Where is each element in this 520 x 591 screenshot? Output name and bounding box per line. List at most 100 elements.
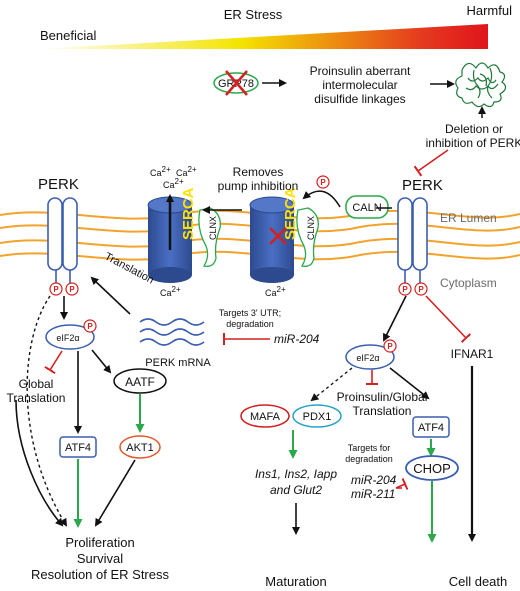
svg-text:CALN: CALN [352,202,381,214]
stress-gradient-wedge [38,24,488,49]
perk-right-label: PERK [402,177,443,194]
targets-utr-line-1: Targets 3' UTR; [219,308,281,318]
inhibit-perk-ifnar1 [425,295,466,338]
perk-left-label: PERK [38,176,79,193]
svg-text:CHOP: CHOP [413,461,451,476]
svg-text:P: P [418,285,424,294]
ca-ions-left: Ca2+ Ca2+ Ca2+ Ca2+ [150,165,197,298]
perk-mrna-label: PERK mRNA [145,357,211,369]
mir204-right-label: miR-204 [351,473,397,487]
svg-text:P: P [87,322,93,331]
global-line-1: Global [19,377,54,391]
serca-pump-left: SERCA [147,187,197,283]
global-line-2: Translation [7,391,66,405]
deletion-line-1: Deletion or [445,122,503,136]
svg-text:AKT1: AKT1 [126,442,154,454]
arrow-caln-clnx [302,190,341,208]
svg-text:P: P [402,285,408,294]
phospho-icon: P [316,175,330,189]
perk-right-receptor [397,197,428,286]
arrow-eif2a-atf4-right [389,367,430,400]
phospho-icon: P P [49,282,79,296]
chop-node: CHOP [405,455,459,481]
mir211-label: miR-211 [351,487,395,501]
phospho-icon [83,319,97,333]
svg-text:P: P [69,285,75,294]
svg-text:Ca2+: Ca2+ [160,285,181,298]
inhibit-deletion-perk [418,149,449,171]
maturation-label: Maturation [265,574,326,589]
harmful-label: Harmful [466,3,512,18]
svg-text:PDX1: PDX1 [303,411,332,423]
clnx-right: CLNX [296,207,319,267]
svg-text:Ca2+: Ca2+ [163,177,184,190]
removes-line-2: pump inhibition [218,179,299,193]
mafa-node: MAFA [240,404,290,428]
inhibit-eif2a-global [50,350,63,370]
ca-ion-right: Ca2+ [265,285,286,298]
proinsulin-global-line-1: Proinsulin/Global [337,390,428,404]
mir204-left-label: miR-204 [274,332,320,346]
cell-death-label: Cell death [449,574,508,589]
deletion-line-2: inhibition of PERK [426,136,520,150]
svg-text:P: P [320,178,326,187]
svg-text:P: P [387,342,393,351]
svg-text:AATF: AATF [125,375,155,389]
akt1-node: AKT1 [119,435,161,459]
dashed-arrow-eif2a-mafa [310,367,353,402]
perk-mrna-icon [139,318,205,346]
svg-text:Ca2+: Ca2+ [176,165,197,178]
outcome-line-3: Resolution of ER Stress [31,567,170,582]
pdx1-node: PDX1 [292,404,342,428]
targets-utr-line-2: degradation [226,319,274,329]
serca-left-label: SERCA [180,187,197,240]
cytoplasm-label: Cytoplasm [440,276,497,290]
svg-text:ATF4: ATF4 [65,442,91,454]
atf4-right-node: ATF4 [412,416,450,438]
removes-line-1: Removes [233,165,284,179]
svg-text:CLNX: CLNX [208,216,218,240]
svg-text:P: P [53,285,59,294]
grp78-node: GRP78 [213,70,259,96]
svg-text:eIF2α: eIF2α [356,353,379,363]
proinsulin-global-line-2: Translation [353,404,412,418]
translation-label: Translation [102,251,155,287]
serca-pump-right: SERCA [249,187,299,283]
er-lumen-label: ER Lumen [440,211,497,225]
arrow-global-outcome [15,399,64,527]
arrow-mrna-to-perk [90,276,131,315]
svg-text:ATF4: ATF4 [418,422,444,434]
misfolded-aggregate-icon [455,62,507,108]
phospho-icon: P P [398,282,428,296]
ifnar1-label: IFNAR1 [451,347,494,361]
eif2a-right-node: eIF2α P [345,339,397,370]
perk-left-receptor [47,197,78,286]
svg-text:Ca2+: Ca2+ [150,165,171,178]
genes-line-2: and Glut2 [270,483,322,497]
arrow-eif2a-aatf [91,349,112,374]
phospho-icon [383,339,397,353]
eif2a-left-node: eIF2α P [45,319,97,350]
arrow-perk-eif2a-right [383,295,407,342]
serca-right-label: SERCA [282,187,299,240]
proinsulin-line-1: Proinsulin aberrant [310,64,411,78]
outcome-line-1: Proliferation [65,535,134,550]
svg-text:MAFA: MAFA [250,411,281,423]
targets-deg-line-2: degradation [345,454,393,464]
atf4-left-node: ATF4 [59,436,97,458]
genes-line-1: Ins1, Ins2, Iapp [255,467,337,481]
svg-text:CLNX: CLNX [306,216,316,240]
proinsulin-line-2: intermolecular [322,78,397,92]
dashed-arrow-perk-outcome [26,295,68,527]
er-stress-label: ER Stress [224,7,283,22]
caln-node: CALN [345,195,389,219]
beneficial-label: Beneficial [40,28,96,43]
proinsulin-line-3: disulfide linkages [314,92,405,106]
aatf-node: AATF [113,368,167,394]
arrow-akt1-outcome [94,459,136,527]
clnx-left: CLNX [198,207,221,267]
targets-deg-line-1: Targets for [348,443,391,453]
outcome-line-2: Survival [77,551,123,566]
